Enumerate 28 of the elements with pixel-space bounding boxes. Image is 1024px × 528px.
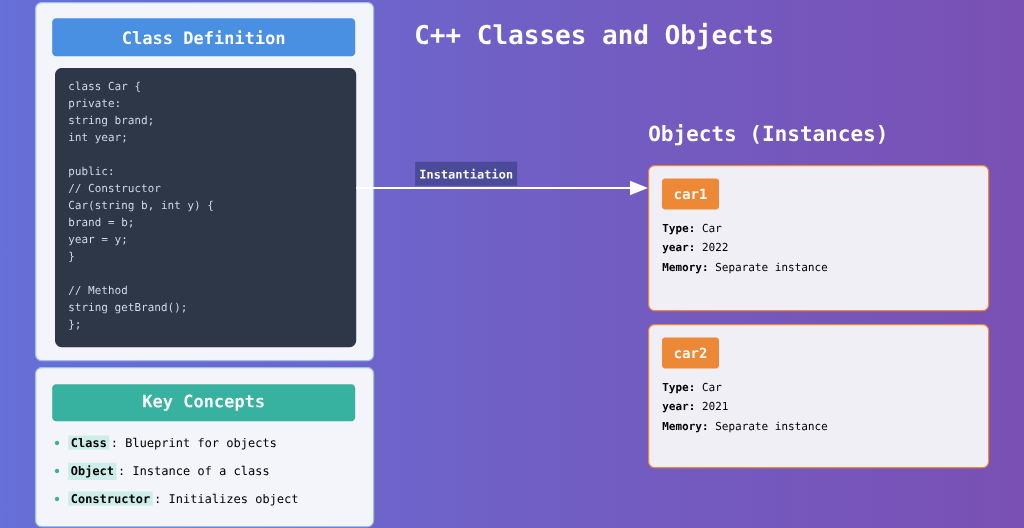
edge-label: Instantiation — [415, 161, 518, 186]
definition-text: : Blueprint for objects — [113, 437, 276, 450]
code-line: year = y; — [68, 236, 126, 246]
code-line: public: — [69, 166, 112, 178]
property-text: Memory: Separate instance — [662, 262, 828, 274]
code-line: brand = b; — [69, 217, 132, 228]
code-line: int year; — [69, 132, 126, 144]
property-text: year: 2021 — [662, 401, 728, 413]
term-highlight: Class — [68, 435, 110, 450]
title: C++ Classes and Objects — [416, 22, 773, 50]
property-text: Type: Car — [662, 382, 722, 394]
property-text: Memory: Separate instance — [662, 421, 828, 433]
code-line: class Car { — [69, 81, 140, 92]
heading-bar: Key Concepts — [52, 384, 356, 422]
property-text: Type: Car — [662, 223, 722, 235]
code-line: // Constructor — [68, 183, 161, 193]
code-line: Car(string b, int y) { — [68, 200, 213, 212]
code-line: private: — [69, 98, 119, 110]
code-line: // Method — [68, 285, 127, 295]
code-line: }; — [69, 319, 79, 330]
definition-text: : Initializes object — [156, 493, 298, 506]
code-line: string getBrand(); — [69, 302, 185, 314]
code-line: string brand; — [69, 115, 152, 127]
property-text: year: 2022 — [662, 242, 728, 254]
heading-bar: Class Definition — [52, 18, 356, 57]
code-line: } — [69, 251, 74, 262]
definition-text: : Instance of a class — [120, 465, 269, 476]
section-heading: Objects (Instances) — [649, 123, 885, 146]
